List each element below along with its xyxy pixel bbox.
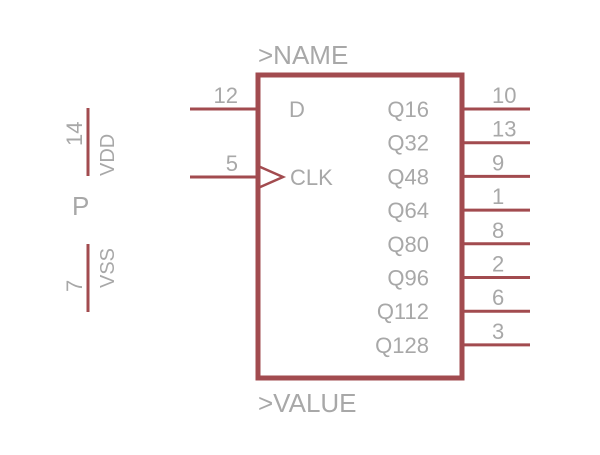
left-pin-number: 12 — [214, 83, 238, 108]
right-pin-number: 1 — [492, 184, 504, 209]
right-pin-label: Q64 — [387, 198, 429, 223]
vdd-pin-number: 14 — [62, 122, 87, 146]
right-pin-label: Q32 — [387, 131, 429, 156]
left-pin: 12D — [190, 83, 305, 122]
right-pin-number: 9 — [492, 150, 504, 175]
vdd-pin: 14 VDD — [62, 108, 119, 176]
right-pin-label: Q128 — [375, 333, 429, 358]
vdd-pin-label: VDD — [97, 134, 119, 176]
right-pin-label: Q48 — [387, 164, 429, 189]
right-pin-number: 2 — [492, 252, 504, 277]
clock-indicator-icon — [257, 164, 287, 190]
right-pin-number: 10 — [492, 83, 516, 108]
right-pin-number: 13 — [492, 117, 516, 142]
right-pin-label: Q80 — [387, 232, 429, 257]
component-body — [255, 72, 465, 381]
right-pin-number: 8 — [492, 218, 504, 243]
right-pin-label: Q112 — [377, 299, 429, 324]
vss-pin-label: VSS — [97, 248, 119, 288]
right-pin-number: 3 — [492, 319, 504, 344]
power-gate-label: P — [72, 191, 89, 221]
left-pin-number: 5 — [226, 151, 238, 176]
right-pin-label: Q16 — [387, 97, 429, 122]
right-pin-number: 6 — [492, 285, 504, 310]
name-placeholder: >NAME — [258, 40, 348, 70]
right-pin-label: Q96 — [387, 266, 429, 291]
vss-pin-number: 7 — [62, 280, 87, 292]
value-placeholder: >VALUE — [258, 388, 357, 418]
vss-pin: 7 VSS — [62, 244, 119, 312]
left-pin-label: D — [289, 97, 305, 122]
left-pin-label: CLK — [290, 165, 333, 190]
